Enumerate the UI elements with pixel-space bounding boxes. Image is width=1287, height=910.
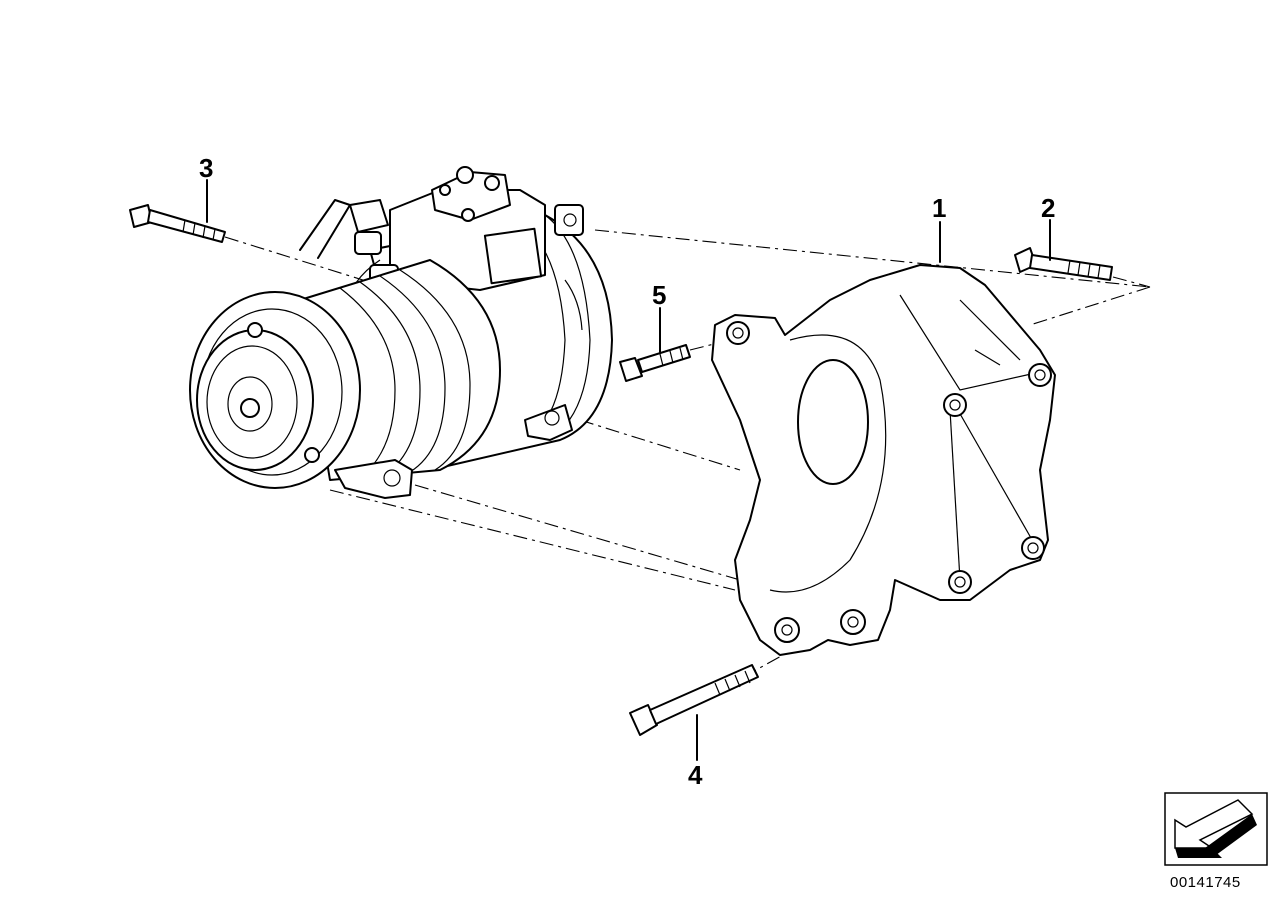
bolt-5: [619, 307, 691, 382]
ac-compressor: [189, 166, 613, 499]
arrow-left-down-icon[interactable]: [1164, 792, 1268, 866]
diagram-number: 00141745: [1170, 874, 1241, 891]
compressor-bracket: [711, 264, 1056, 656]
bolt-4: [629, 664, 759, 761]
bolt-3: [129, 179, 226, 243]
callout-5: 5: [652, 280, 667, 310]
callout-1: 1: [932, 193, 947, 223]
callout-3: 3: [199, 153, 214, 183]
bolt-2: [1014, 219, 1113, 281]
callout-2: 2: [1041, 193, 1056, 223]
callout-4: 4: [688, 760, 703, 790]
